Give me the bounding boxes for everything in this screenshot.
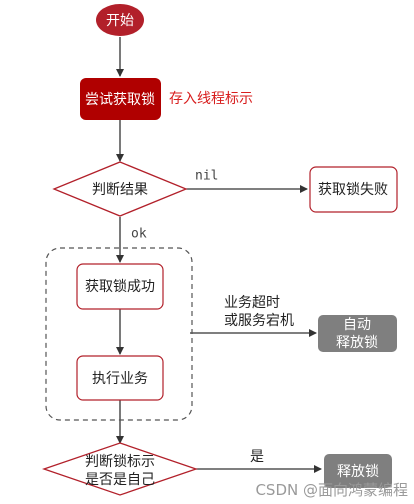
edge-label-nil: nil (195, 168, 219, 184)
lock-fail-node-label: 获取锁失败 (318, 182, 388, 198)
check-lock-id-label-line2: 是否是自己 (85, 472, 155, 488)
release-lock-node-shape (324, 454, 392, 488)
auto-release-node-shape (318, 315, 397, 352)
check-lock-id-label-line1: 判断锁标示 (85, 454, 155, 470)
execute-business-node-shape (76, 355, 164, 401)
store-thread-id-annotation: 存入线程标示 (169, 91, 253, 107)
auto-release-label-line2: 释放锁 (336, 335, 378, 351)
try-lock-node-label: 尝试获取锁 (85, 92, 155, 108)
start-node-label: 开始 (106, 13, 134, 29)
judge-result-label: 判断结果 (92, 182, 148, 198)
execute-business-node-label: 执行业务 (92, 371, 148, 387)
try-lock-node-shape (80, 78, 161, 120)
edge-label-ok: ok (131, 226, 147, 242)
edge-label-timeout-line1: 业务超时 (224, 295, 280, 311)
check-lock-id-diamond (41, 442, 199, 496)
edge-label-timeout-line2: 或服务宕机 (224, 313, 294, 329)
edge-label-yes: 是 (250, 449, 264, 465)
lock-success-node-label: 获取锁成功 (85, 279, 155, 295)
auto-release-label-line1: 自动 (343, 317, 371, 333)
csdn-watermark: CSDN @面向鸿蒙编程 (255, 481, 408, 499)
judge-result-diamond (52, 161, 188, 217)
lock-success-node-shape (76, 263, 164, 310)
lock-held-group-frame (45, 247, 193, 421)
start-node-shape (96, 4, 144, 36)
release-lock-node-label: 释放锁 (337, 464, 379, 480)
lock-fail-node-shape (309, 166, 398, 213)
